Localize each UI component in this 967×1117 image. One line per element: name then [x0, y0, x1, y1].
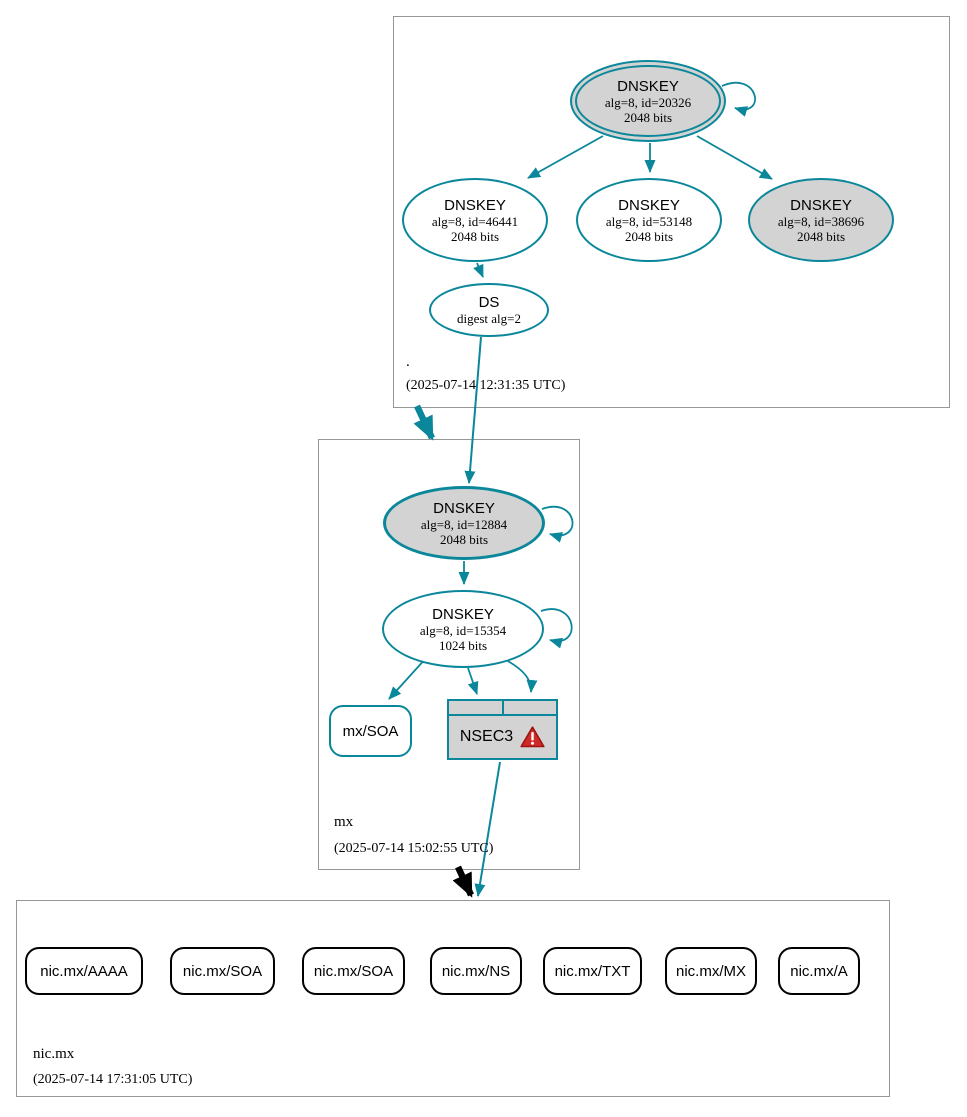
node-detail: 2048 bits — [624, 228, 674, 244]
zone-label-root: . — [406, 354, 410, 370]
node-nicmx-a[interactable]: nic.mx/A — [778, 947, 860, 995]
node-root-dnskey-zsk3[interactable]: DNSKEY alg=8, id=38696 2048 bits — [748, 178, 894, 262]
rrset-label: mx/SOA — [342, 722, 399, 740]
edge-delegation-root-mx — [413, 404, 435, 441]
node-root-dnskey-zsk2[interactable]: DNSKEY alg=8, id=53148 2048 bits — [576, 178, 722, 262]
node-detail: 2048 bits — [796, 228, 846, 244]
node-detail: digest alg=2 — [456, 311, 522, 326]
rrset-label: nic.mx/SOA — [182, 962, 263, 980]
node-root-dnskey-ksk[interactable]: DNSKEY alg=8, id=20326 2048 bits — [570, 60, 726, 142]
node-title: DNSKEY — [618, 196, 680, 214]
node-root-dnskey-zsk1[interactable]: DNSKEY alg=8, id=46441 2048 bits — [402, 178, 548, 262]
nsec3-cell — [449, 701, 502, 714]
rrset-label: nic.mx/TXT — [554, 962, 631, 980]
node-title: DNSKEY — [433, 499, 495, 517]
node-root-ds[interactable]: DS digest alg=2 — [429, 283, 549, 337]
node-title: DNSKEY — [617, 77, 679, 95]
zone-label-mx: mx — [334, 814, 354, 830]
node-detail: alg=8, id=15354 — [419, 622, 507, 638]
node-detail: 2048 bits — [623, 109, 673, 125]
zone-timestamp-mx: (2025-07-14 15:02:55 UTC) — [334, 841, 494, 856]
node-mx-dnskey-ksk[interactable]: DNSKEY alg=8, id=12884 2048 bits — [383, 486, 545, 560]
node-detail: alg=8, id=38696 — [777, 213, 865, 229]
node-nicmx-mx[interactable]: nic.mx/MX — [665, 947, 757, 995]
zone-timestamp-root: (2025-07-14 12:31:35 UTC) — [406, 378, 566, 393]
nsec3-label: NSEC3 — [459, 728, 514, 745]
node-detail: alg=8, id=46441 — [431, 213, 519, 229]
node-detail: 1024 bits — [438, 637, 488, 653]
node-detail: 2048 bits — [450, 228, 500, 244]
node-title: DNSKEY — [432, 605, 494, 623]
node-nicmx-soa-2[interactable]: nic.mx/SOA — [302, 947, 405, 995]
node-detail: alg=8, id=12884 — [420, 516, 508, 532]
node-mx-nsec3[interactable]: NSEC3 — [447, 699, 558, 760]
nsec3-cell — [503, 701, 556, 714]
nsec3-header-cells — [449, 701, 556, 714]
rrset-label: nic.mx/NS — [441, 962, 511, 980]
node-nicmx-ns[interactable]: nic.mx/NS — [430, 947, 522, 995]
zone-box-nicmx — [16, 900, 890, 1097]
node-mx-soa[interactable]: mx/SOA — [329, 705, 412, 757]
node-nicmx-soa-1[interactable]: nic.mx/SOA — [170, 947, 275, 995]
node-detail: alg=8, id=53148 — [605, 213, 693, 229]
rrset-label: nic.mx/AAAA — [40, 962, 128, 980]
node-nicmx-aaaa[interactable]: nic.mx/AAAA — [25, 947, 143, 995]
node-title: DNSKEY — [444, 196, 506, 214]
zone-label-nicmx: nic.mx — [33, 1046, 75, 1062]
warning-icon — [520, 726, 545, 748]
edge-delegation-mx-nicmx — [452, 865, 474, 898]
node-title: DS — [478, 294, 500, 311]
node-mx-dnskey-zsk[interactable]: DNSKEY alg=8, id=15354 1024 bits — [382, 590, 544, 668]
zone-timestamp-nicmx: (2025-07-14 17:31:05 UTC) — [33, 1072, 193, 1087]
node-detail: alg=8, id=20326 — [604, 94, 692, 110]
node-nicmx-txt[interactable]: nic.mx/TXT — [543, 947, 642, 995]
rrset-label: nic.mx/A — [790, 962, 848, 980]
node-detail: 2048 bits — [439, 531, 489, 547]
node-title: DNSKEY — [790, 196, 852, 214]
nsec3-body: NSEC3 — [449, 716, 556, 758]
rrset-label: nic.mx/MX — [675, 962, 746, 980]
rrset-label: nic.mx/SOA — [313, 962, 394, 980]
